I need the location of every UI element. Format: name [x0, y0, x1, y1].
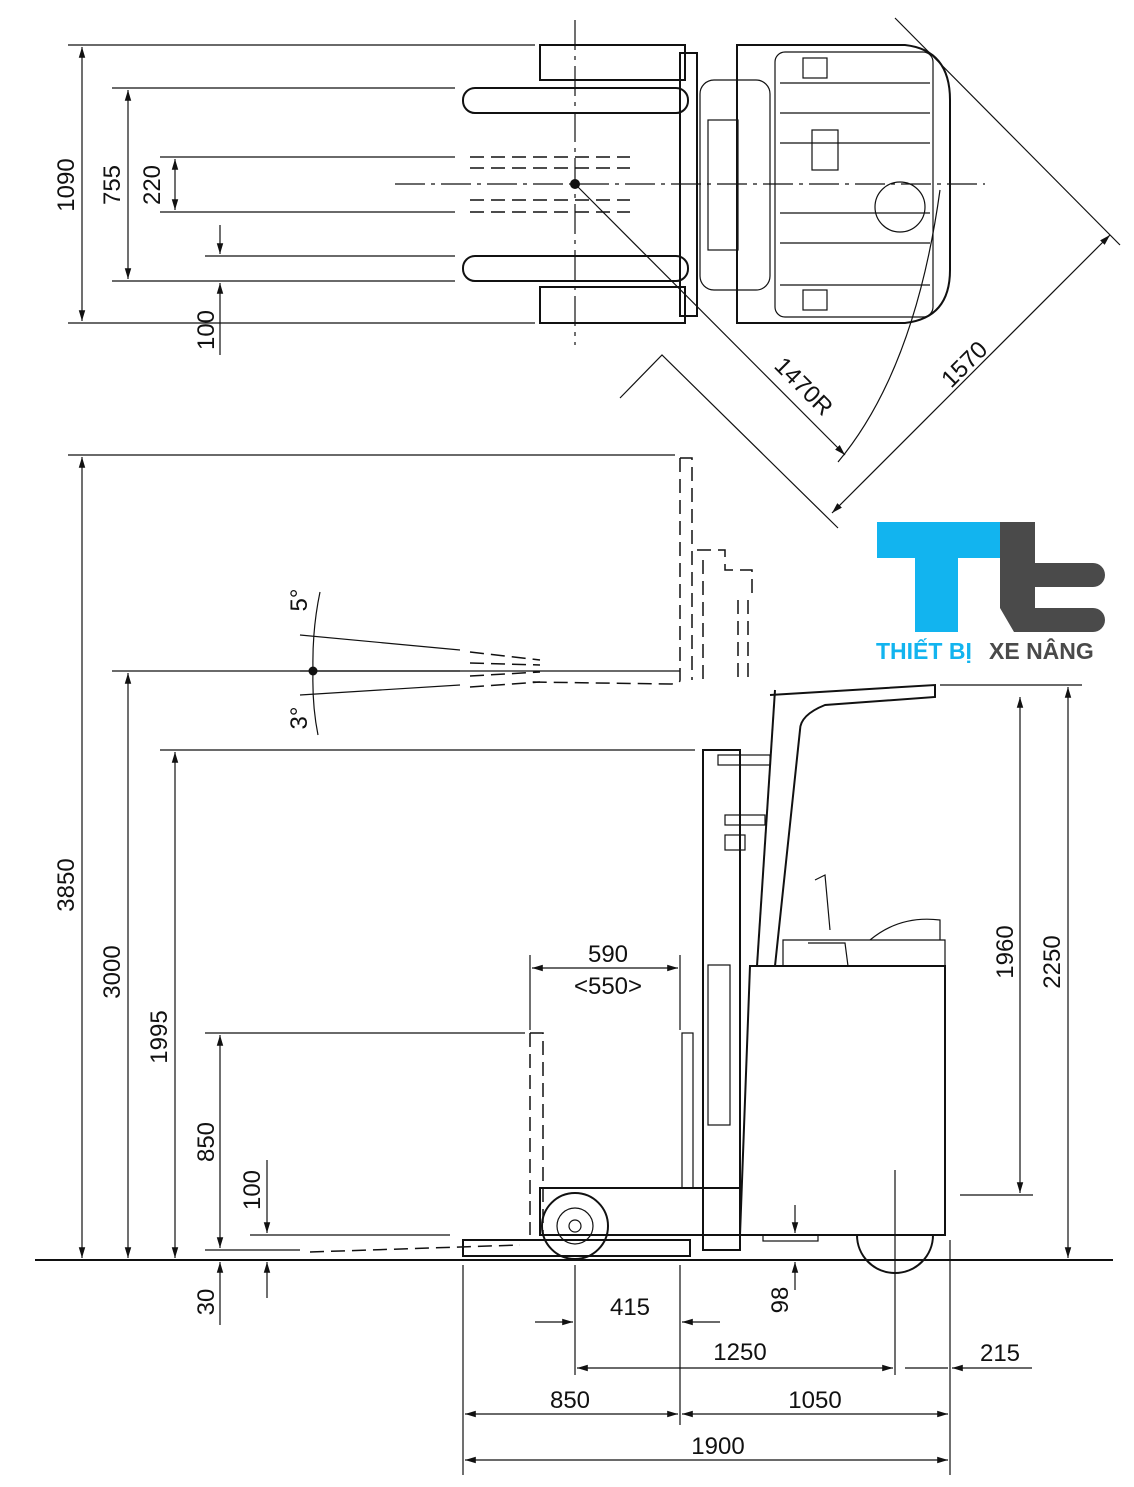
dim-turning-radius: 1470R: [769, 352, 838, 421]
dim-reach-fork-height: 850: [193, 1122, 220, 1162]
dim-fork-length: 850: [550, 1387, 590, 1414]
dim-fork-inner-spread: 220: [139, 165, 166, 205]
logo-t-gray: [1000, 522, 1105, 632]
dim-front-wheel-offset: 415: [610, 1294, 650, 1321]
center-pivot-dot: [570, 179, 580, 189]
dim-free-lift: 100: [239, 1170, 266, 1210]
forklift-side: [462, 683, 946, 1274]
raised-mast-dashed: [469, 457, 753, 688]
top-forks: [462, 44, 771, 324]
dim-overall-width: 1090: [53, 158, 80, 211]
top-view: 1090 755 220 100 1470R 1570: [53, 17, 1121, 529]
dim-right-angle-stack: 1570: [936, 336, 993, 393]
side-dimension-lines: [78, 457, 1072, 1464]
dim-max-lift-height: 3850: [53, 858, 80, 911]
dim-reach-stroke: 590: [588, 941, 628, 968]
dim-reach-stroke-alt: <550>: [574, 973, 642, 1000]
tilt-pivot-dot: [308, 666, 318, 676]
dimension-lines: [78, 17, 1121, 529]
dim-lift-height: 3000: [99, 945, 126, 998]
dim-overall-length: 1900: [691, 1433, 744, 1460]
dim-wheelbase: 1250: [713, 1339, 766, 1366]
dim-tilt-backward: 3°: [286, 707, 313, 730]
dim-overhead-guard-height: 2250: [1039, 935, 1066, 988]
dim-mast-lowered-height: 1995: [146, 1010, 173, 1063]
dim-platform-height: 1960: [992, 925, 1019, 978]
dim-ground-clearance: 98: [767, 1287, 794, 1314]
logo-text-line2: XE NÂNG: [989, 637, 1094, 664]
logo-text-line1: THIẾT BỊ: [876, 637, 972, 664]
reach-fork-dashed: [309, 1032, 544, 1253]
top-body: [736, 44, 951, 324]
tilt-angle-marks: [299, 591, 461, 736]
dim-body-length: 1050: [788, 1387, 841, 1414]
side-extension-lines: [68, 454, 1082, 1475]
extension-lines: [68, 20, 985, 345]
dim-rear-overhang: 215: [980, 1340, 1020, 1367]
dim-fork-thickness: 30: [193, 1289, 220, 1316]
dim-fork-width: 100: [193, 310, 220, 350]
dim-fork-outer-spread: 755: [99, 165, 126, 205]
brand-logo: THIẾT BỊ XE NÂNG: [876, 522, 1105, 664]
logo-t-blue: [877, 522, 1000, 632]
side-view: 3850 3000 1995 850 100 30 5° 3° 590 <550…: [35, 454, 1113, 1475]
dim-tilt-forward: 5°: [286, 589, 313, 612]
